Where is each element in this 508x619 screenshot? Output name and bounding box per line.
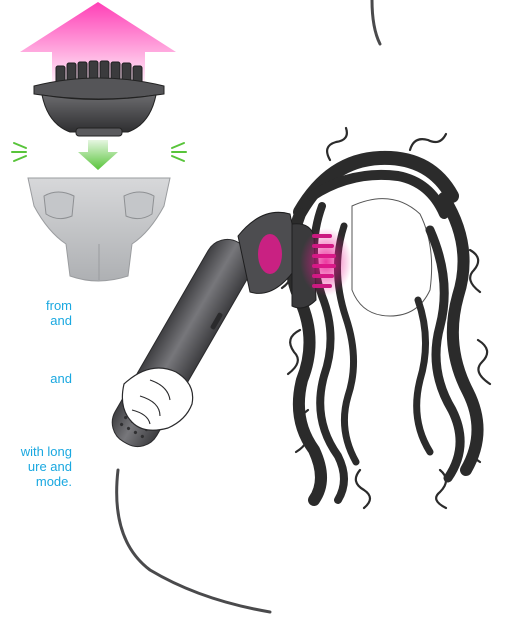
diffuser-attachment-illustration [12, 2, 186, 281]
hair-dryer [104, 212, 352, 612]
dryer-intake-glow [258, 234, 282, 274]
outlet-latch-right [124, 192, 154, 219]
hand [122, 368, 192, 430]
caption-step-3: with long ure and mode. [0, 444, 78, 496]
caption-step-1: from and [0, 298, 78, 332]
caption-step-2: and [0, 371, 78, 388]
outlet-latch-left [44, 192, 74, 219]
attach-down-arrow [78, 140, 118, 170]
cable-top [372, 0, 380, 44]
click-mark-right [172, 143, 186, 161]
click-mark-left [12, 143, 26, 161]
caption-line: mode. [21, 474, 72, 489]
caption-line: and [46, 313, 72, 328]
heat-glow [300, 228, 352, 296]
caption-line: from [46, 298, 72, 313]
caption-line: ure and [21, 459, 72, 474]
dryer-cable [117, 470, 270, 612]
diffuser-bowl [42, 95, 156, 132]
caption-line: and [50, 371, 72, 386]
diffuser-neck [76, 128, 122, 136]
caption-line: with long [21, 444, 72, 459]
curly-hair [282, 128, 490, 508]
